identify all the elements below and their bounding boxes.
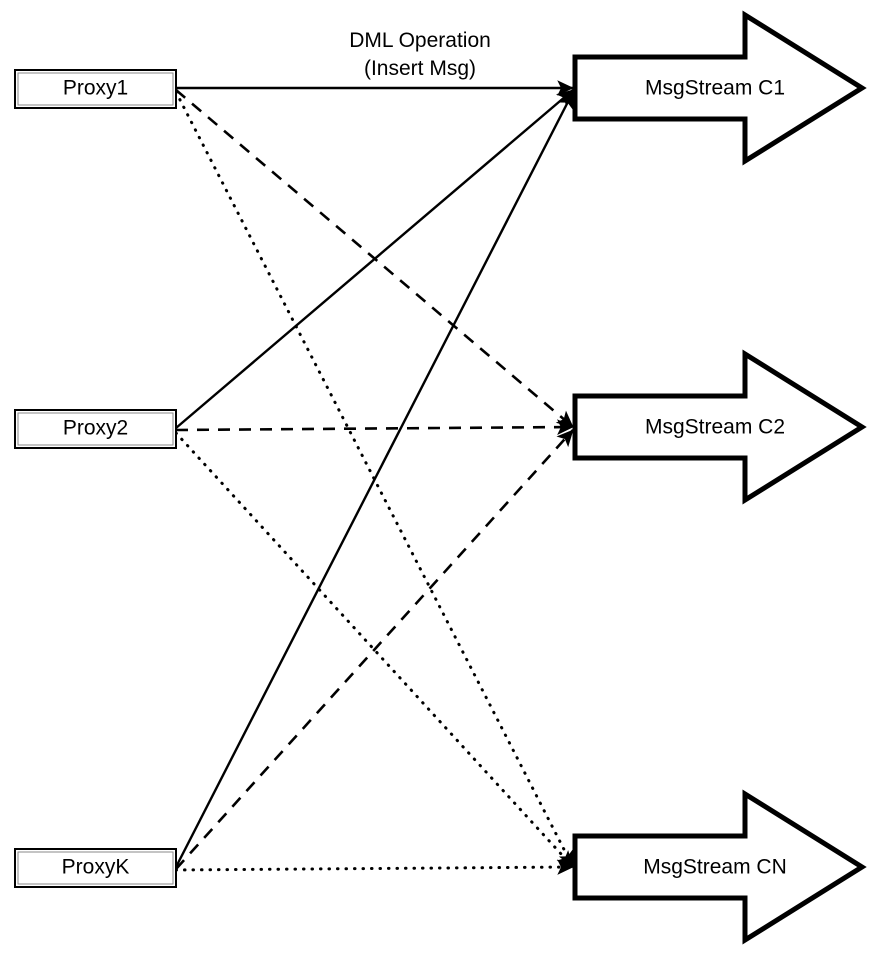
proxy1-box[interactable] — [14, 69, 177, 109]
proxy2-box-inner-rule — [17, 412, 174, 446]
stream-node-c1[interactable]: MsgStream C1 — [572, 10, 867, 166]
dml-operation-line1: DML Operation — [349, 29, 491, 52]
link-proxyk-to-c2 — [175, 429, 574, 870]
link-proxyk-to-c1 — [174, 91, 575, 868]
stream-c1-label: MsgStream C1 — [645, 77, 785, 100]
stream-node-c2[interactable]: MsgStream C2 — [572, 349, 867, 505]
proxyk-box[interactable] — [14, 848, 177, 888]
link-proxy2-to-c2 — [175, 419, 574, 436]
proxy1-box-inner-rule — [17, 72, 174, 106]
stream-c2-label: MsgStream C2 — [645, 416, 785, 439]
proxy1-label: Proxy1 — [63, 77, 128, 100]
proxy2-label: Proxy2 — [63, 417, 128, 440]
stream-cn-label: MsgStream CN — [643, 856, 787, 879]
dml-operation-line2: (Insert Msg) — [364, 57, 476, 80]
stream-cn-arrow-shape[interactable] — [572, 789, 867, 945]
proxy-node-proxy2[interactable]: Proxy2 — [14, 409, 177, 449]
proxy-node-proxyk[interactable]: ProxyK — [14, 848, 177, 888]
edge-annotation-dml-operation: DML Operation (Insert Msg) — [349, 29, 491, 80]
proxy-layer: Proxy1 Proxy2 ProxyK — [14, 69, 177, 888]
link-layer — [174, 80, 575, 875]
stream-c2-arrow-shape[interactable] — [572, 349, 867, 505]
stream-c1-arrow-shape[interactable] — [572, 10, 867, 166]
proxy2-box[interactable] — [14, 409, 177, 449]
stream-layer: MsgStream C1 MsgStream C2 MsgStream CN — [572, 10, 867, 945]
stream-node-cn[interactable]: MsgStream CN — [572, 789, 867, 945]
proxy-node-proxy1[interactable]: Proxy1 — [14, 69, 177, 109]
proxyk-box-inner-rule — [17, 851, 174, 885]
link-proxyk-to-cn — [174, 859, 575, 875]
link-proxy2-to-c1 — [175, 89, 574, 429]
proxyk-label: ProxyK — [62, 856, 130, 879]
